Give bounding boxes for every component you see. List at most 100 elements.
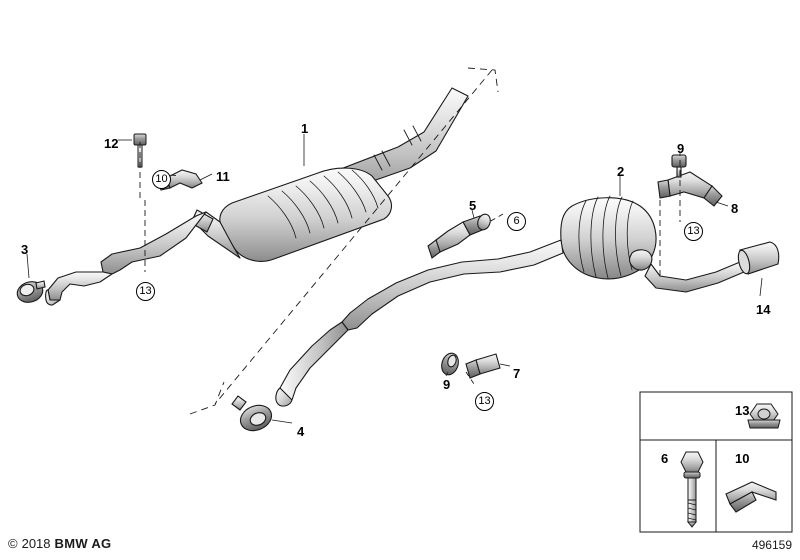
front-pipe-endcap bbox=[45, 289, 61, 306]
dashed-construction bbox=[139, 67, 681, 415]
rear-inlet-pipe bbox=[341, 239, 564, 331]
bolt-6-collar bbox=[683, 471, 701, 479]
front-pipe-bead-a bbox=[403, 125, 422, 146]
mount-5-bushing-face bbox=[477, 213, 491, 231]
fastener-legend-panel bbox=[639, 391, 793, 533]
callout-3: 3 bbox=[21, 242, 29, 257]
clamp-ring-3-bore bbox=[19, 283, 35, 297]
callout-7: 7 bbox=[513, 366, 521, 381]
bolt-6-head bbox=[680, 451, 704, 473]
nut-13-bore bbox=[757, 408, 771, 420]
copyright-owner: BMW AG bbox=[54, 536, 112, 551]
rear-tailpipe bbox=[644, 261, 745, 293]
callout-13-circled: 13 bbox=[136, 282, 155, 301]
front-silencer-seam-3 bbox=[295, 185, 325, 229]
legend-clip-10 bbox=[725, 481, 777, 513]
callout-10-circled: 10 bbox=[152, 170, 171, 189]
callout-1: 1 bbox=[301, 121, 309, 136]
callout-4: 4 bbox=[297, 424, 305, 439]
rear-silencer-rib-4 bbox=[615, 196, 623, 277]
bracket-7-arm bbox=[465, 359, 481, 379]
mount-5-bracket-foot bbox=[427, 239, 441, 259]
mount-part-9-upper bbox=[671, 154, 687, 178]
legend-nut-13 bbox=[747, 403, 781, 429]
callout-11: 11 bbox=[216, 169, 230, 184]
callout-9: 9 bbox=[677, 141, 685, 156]
legend-label-10: 10 bbox=[735, 451, 750, 466]
dash-bottom-bracket bbox=[189, 381, 225, 415]
dash-9-13-lower bbox=[465, 371, 475, 385]
diagram-part-number: 496159 bbox=[751, 538, 792, 552]
mount-part-9-lower bbox=[441, 352, 459, 376]
legend-label-6: 6 bbox=[661, 451, 669, 466]
callout-5: 5 bbox=[469, 198, 477, 213]
clip-10-hook bbox=[729, 491, 757, 513]
bolt-6-thread-lines bbox=[687, 502, 697, 521]
rear-pipe-down bbox=[279, 321, 349, 401]
front-pipe-lower bbox=[100, 211, 207, 275]
trim-14-face bbox=[737, 249, 751, 275]
front-silencer-seam-7 bbox=[351, 169, 379, 209]
leader-7 bbox=[499, 363, 511, 367]
callout-13-circled: 13 bbox=[684, 222, 703, 241]
clamp-part-3 bbox=[16, 280, 46, 303]
clamp-part-4 bbox=[231, 395, 273, 432]
front-silencer-group bbox=[45, 87, 469, 306]
leader-9b bbox=[445, 371, 449, 377]
bracket-8-body bbox=[667, 171, 713, 199]
legend-label-13: 13 bbox=[735, 403, 750, 418]
leader-5 bbox=[471, 209, 475, 219]
bracket-11-body bbox=[165, 169, 203, 189]
bolt-6-tip bbox=[686, 521, 698, 528]
dash-6-5 bbox=[488, 213, 504, 223]
mount-part-5 bbox=[427, 213, 491, 259]
mount-9-upper-stem bbox=[676, 166, 682, 178]
clamp-ring-3-tab bbox=[35, 280, 46, 290]
bracket-8-foot bbox=[657, 179, 671, 199]
clamp-4-tab bbox=[231, 395, 247, 411]
bracket-part-7 bbox=[465, 353, 501, 379]
callout-9: 9 bbox=[443, 377, 451, 392]
dash-diagonal-main bbox=[214, 69, 493, 405]
front-silencer-seam-5 bbox=[323, 175, 353, 219]
copyright-year: 2018 bbox=[21, 536, 51, 551]
nut-13-flange bbox=[747, 419, 781, 429]
leader-3 bbox=[26, 253, 30, 279]
front-pipe-bend-left bbox=[47, 271, 113, 301]
callout-14: 14 bbox=[756, 302, 771, 317]
mount-9-lower-face bbox=[447, 354, 457, 368]
leader-lines bbox=[26, 134, 763, 424]
callout-12: 12 bbox=[104, 136, 119, 151]
copyright-symbol: © bbox=[8, 536, 18, 551]
leader-14 bbox=[759, 277, 763, 297]
callout-13-circled: 13 bbox=[475, 392, 494, 411]
front-silencer-seam-6 bbox=[337, 171, 367, 213]
bolt-6-shank bbox=[687, 477, 697, 501]
front-silencer-seam-2 bbox=[281, 190, 311, 234]
leader-8 bbox=[715, 201, 729, 207]
leader-11 bbox=[199, 173, 213, 181]
mount-5-bracket bbox=[435, 221, 471, 253]
callout-6-circled: 6 bbox=[507, 212, 526, 231]
rear-pipe-end bbox=[275, 387, 293, 407]
front-silencer-seam-4 bbox=[309, 180, 339, 224]
rear-silencer-group bbox=[275, 195, 745, 407]
trim-part-14 bbox=[737, 241, 780, 275]
rear-silencer-rib-3 bbox=[602, 195, 611, 279]
callout-2: 2 bbox=[617, 164, 625, 179]
rear-silencer-outlet-boss bbox=[629, 249, 653, 271]
rear-silencer-rib-1 bbox=[578, 200, 587, 273]
front-silencer-body bbox=[219, 167, 393, 262]
front-pipe-bead-b bbox=[373, 150, 391, 171]
callout-8: 8 bbox=[731, 201, 739, 216]
leader-4 bbox=[271, 419, 293, 424]
bracket-8-tip bbox=[703, 185, 723, 207]
bracket-part-8 bbox=[657, 171, 723, 207]
mount-9-upper-body bbox=[671, 154, 687, 168]
clamp-4-bore bbox=[249, 412, 267, 426]
front-silencer-seam-1 bbox=[267, 195, 297, 239]
legend-bolt-6 bbox=[680, 451, 704, 528]
copyright-notice: © 2018 BMW AG bbox=[8, 536, 111, 551]
rear-silencer-rib-2 bbox=[590, 196, 599, 278]
